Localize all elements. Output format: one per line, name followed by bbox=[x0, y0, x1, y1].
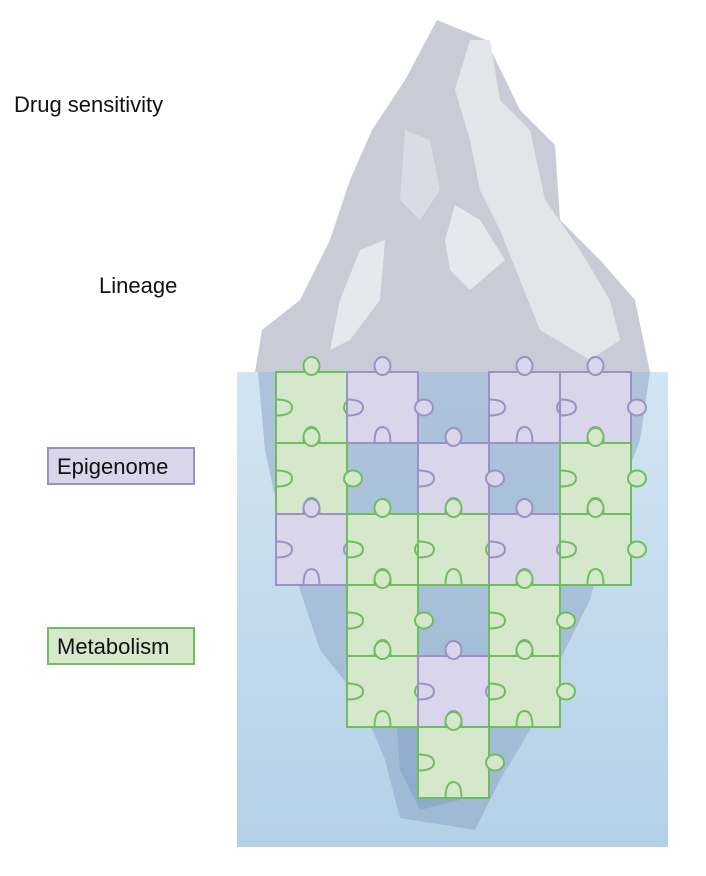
puzzle-piece-metabolism bbox=[346, 569, 434, 657]
puzzle-piece-epigenome bbox=[346, 356, 434, 444]
puzzle-piece-metabolism bbox=[417, 498, 505, 586]
lineage-label: Lineage bbox=[99, 273, 178, 298]
puzzle-pieces bbox=[275, 356, 647, 799]
iceberg-tip bbox=[255, 20, 650, 372]
drug-sensitivity-label: Drug sensitivity bbox=[14, 92, 164, 117]
puzzle-piece-metabolism bbox=[488, 640, 576, 728]
puzzle-piece-metabolism bbox=[559, 427, 647, 515]
metabolism-legend: Metabolism bbox=[47, 627, 195, 665]
puzzle-piece-metabolism bbox=[417, 711, 505, 799]
epigenome-legend: Epigenome bbox=[47, 447, 195, 485]
puzzle-piece-metabolism bbox=[559, 498, 647, 586]
